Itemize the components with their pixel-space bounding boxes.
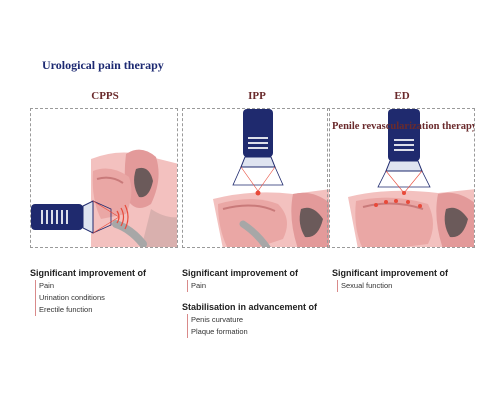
anatomy-cross-section-icon — [213, 109, 329, 247]
list-item: Plaque formation — [187, 326, 337, 338]
page-title: Urological pain therapy — [42, 58, 164, 72]
shockwave-applicator-icon — [377, 109, 431, 194]
therapy-caption: Penile revascularization therapy — [332, 121, 475, 132]
info-ed: Significant improvement of Sexual functi… — [332, 268, 487, 292]
group-heading: Significant improvement of — [30, 268, 147, 278]
shockwave-applicator-icon — [31, 200, 120, 234]
panel-ed: Penile revascularization therapy — [327, 108, 475, 248]
list-item: Erectile function — [35, 304, 185, 316]
list-item: Pain — [187, 280, 337, 292]
group-heading: Significant improvement of — [332, 268, 449, 278]
panel-ipp — [182, 108, 330, 248]
anatomy-cross-section-icon — [31, 149, 177, 247]
bullet-list: Sexual function — [332, 280, 487, 292]
anatomy-cross-section-icon — [348, 109, 474, 247]
column-heading-cpps: CPPS — [91, 90, 119, 102]
info-cpps: Significant improvement of Pain Urinatio… — [30, 268, 185, 316]
column-heading-ed: ED — [394, 90, 410, 102]
list-item: Penis curvature — [187, 314, 337, 326]
list-item: Sexual function — [337, 280, 487, 292]
group-heading: Significant improvement of — [182, 268, 299, 278]
list-item: Urination conditions — [35, 292, 185, 304]
info-ipp: Significant improvement of Pain Stabilis… — [182, 268, 337, 338]
bullet-list: Pain Urination conditions Erectile funct… — [30, 280, 185, 316]
column-heading-ipp: IPP — [248, 90, 266, 102]
list-item: Pain — [35, 280, 185, 292]
focus-point-icon — [116, 204, 129, 230]
group-heading: Stabilisation in advancement of — [182, 302, 318, 312]
focus-point-icon — [402, 191, 406, 195]
focus-point-icon — [255, 190, 261, 196]
bullet-list: Pain — [182, 280, 337, 292]
shockwave-applicator-icon — [232, 109, 284, 192]
panel-cpps — [30, 108, 178, 248]
bullet-list: Penis curvature Plaque formation — [182, 314, 337, 338]
